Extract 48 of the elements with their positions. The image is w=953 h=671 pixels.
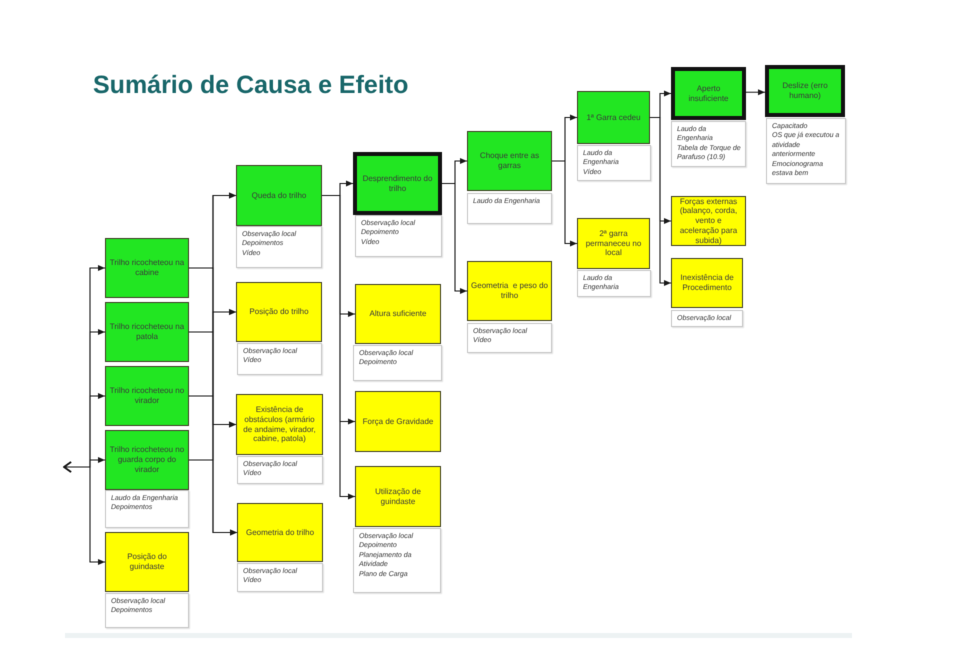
- arrow: [746, 89, 765, 96]
- cause-box: [355, 284, 441, 344]
- cause-box: [467, 261, 552, 321]
- box-label: Trilho ricocheteou na cabine: [109, 258, 185, 278]
- box-label: Força de Gravidade: [362, 416, 434, 426]
- cause-box: [467, 131, 552, 191]
- box-label: 1ª Garra cedeu: [586, 112, 641, 122]
- box-label: Aperto insuficiente: [687, 84, 730, 104]
- cause-box: [671, 67, 746, 120]
- cause-box: [353, 152, 442, 215]
- box-label: Geometria e peso do trilho: [471, 281, 548, 301]
- box-label: Forças externas (balanço, corda, vento e aceleração para subida): [678, 196, 738, 246]
- box-label: Existência de obstáculos (armário de andaime, virador, cabine, patola): [242, 405, 317, 444]
- cause-box: [105, 238, 189, 298]
- box-label: Utilização de guindaste: [374, 486, 422, 506]
- arrow: [650, 116, 671, 286]
- box-label: Trilho ricocheteou no guarda corpo do virador: [109, 445, 185, 475]
- arrow: [189, 459, 237, 536]
- cause-box: [105, 430, 189, 490]
- cause-box: [105, 532, 189, 592]
- cause-box: [355, 391, 441, 452]
- cause-box: [577, 91, 650, 144]
- arrow: [322, 194, 355, 500]
- cause-box: [765, 65, 845, 117]
- box-label: Trilho ricocheteou na patola: [109, 322, 185, 342]
- cause-box: [236, 394, 323, 455]
- box-label: Posição do guindaste: [126, 552, 168, 572]
- box-label: 2ª garra permaneceu no local: [584, 228, 642, 258]
- cause-box: [237, 503, 323, 562]
- cause-box: [105, 302, 189, 362]
- box-label: Choque entre as garras: [478, 151, 540, 171]
- arrow: [63, 461, 105, 565]
- box-label: Geometria do trilho: [246, 528, 314, 538]
- cause-box: [671, 196, 746, 246]
- cause-box: [355, 466, 441, 527]
- box-label: Trilho ricocheteou no virador: [109, 386, 185, 406]
- box-label: Queda do trilho: [252, 190, 306, 200]
- box-label: Altura suficiente: [370, 309, 426, 319]
- cause-box: [577, 218, 650, 269]
- cause-box: [671, 258, 743, 308]
- title: Sumário de Causa e Efeito: [93, 70, 408, 100]
- cause-box: [105, 366, 189, 426]
- box-label: Inexistência de Procedimento: [679, 273, 735, 293]
- box-label: Posição do trilho: [249, 307, 309, 317]
- cause-box: [236, 282, 322, 342]
- cause-box: [236, 165, 322, 226]
- box-label: Desprendimento do trilho: [362, 174, 434, 194]
- box-label: Deslize (erro humano): [781, 81, 829, 101]
